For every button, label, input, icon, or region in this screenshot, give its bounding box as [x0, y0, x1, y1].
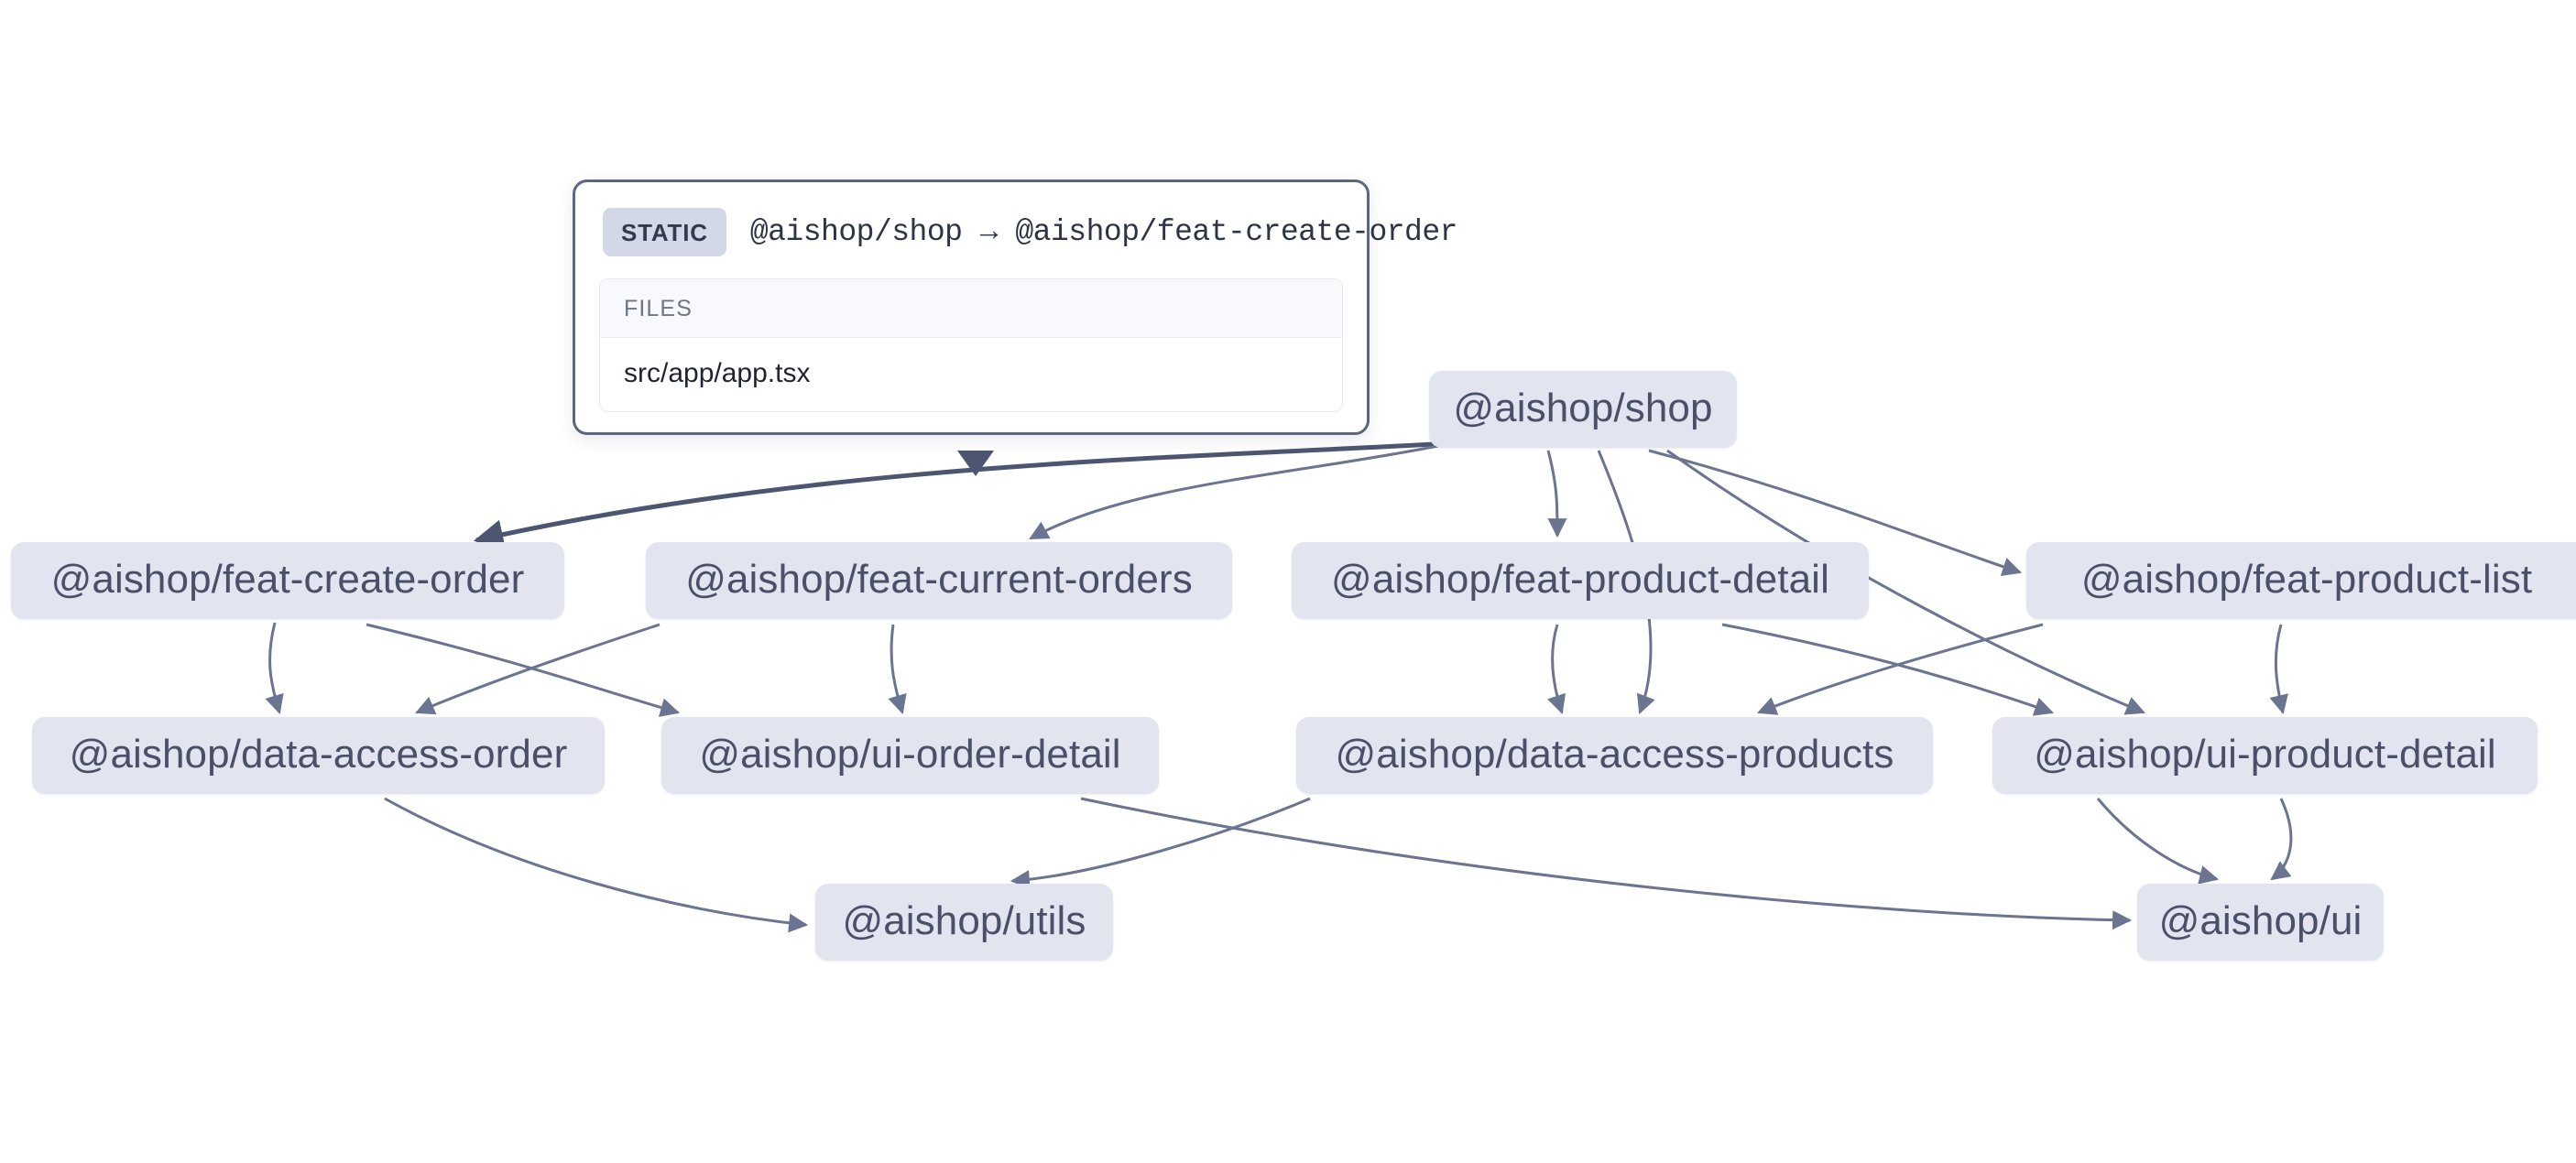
edge-data-access-products-to-utils	[1010, 797, 1311, 890]
edge-shop-to-feat-product-detail	[1546, 450, 1567, 538]
node-label: @aishop/ui	[2158, 897, 2363, 943]
node-label: @aishop/feat-create-order	[50, 556, 525, 602]
edge-detail-tooltip[interactable]: STATIC @aishop/shop → @aishop/feat-creat…	[573, 179, 1457, 435]
edge-highlight-waypoint-marker	[957, 451, 994, 476]
node-feat-product-list[interactable]: @aishop/feat-product-list	[2026, 542, 2576, 619]
node-shop[interactable]: @aishop/shop	[1429, 371, 1737, 448]
edge-feat-product-list-to-ui-product-detail	[2269, 624, 2288, 715]
node-label: @aishop/ui-product-detail	[2034, 731, 2496, 777]
node-data-access-products[interactable]: @aishop/data-access-products	[1296, 717, 1933, 794]
edge-feat-current-orders-to-ui-order-detail	[888, 624, 907, 715]
edge-feat-current-orders-to-data-access-order	[415, 623, 660, 715]
edge-shop-to-feat-create-order	[473, 441, 1435, 549]
files-section-header: FILES	[600, 279, 1342, 338]
node-feat-create-order[interactable]: @aishop/feat-create-order	[11, 542, 564, 619]
node-data-access-order[interactable]: @aishop/data-access-order	[32, 717, 605, 794]
node-label: @aishop/data-access-products	[1335, 731, 1894, 777]
edge-ui-order-detail-to-ui	[1080, 797, 2133, 930]
tooltip-header: STATIC @aishop/shop → @aishop/feat-creat…	[599, 206, 1457, 256]
file-list-item[interactable]: src/app/app.tsx	[600, 338, 1342, 411]
node-ui[interactable]: @aishop/ui	[2137, 884, 2384, 961]
edge-ui-product-detail-to-ui-left	[2096, 798, 2220, 885]
edge-feat-create-order-to-ui-order-detail	[366, 623, 681, 717]
node-label: @aishop/feat-current-orders	[685, 556, 1193, 602]
edge-shop-to-feat-current-orders	[1029, 444, 1439, 540]
node-label: @aishop/utils	[842, 897, 1086, 943]
files-panel: FILES src/app/app.tsx	[599, 278, 1343, 412]
node-feat-current-orders[interactable]: @aishop/feat-current-orders	[646, 542, 1232, 619]
edge-ui-product-detail-to-ui-right	[2270, 798, 2293, 881]
node-label: @aishop/feat-product-detail	[1331, 556, 1829, 602]
node-label: @aishop/shop	[1453, 385, 1713, 430]
edge-feat-create-order-to-data-access-order	[265, 622, 284, 715]
node-ui-order-detail[interactable]: @aishop/ui-order-detail	[661, 717, 1159, 794]
static-badge: STATIC	[603, 208, 726, 256]
node-label: @aishop/data-access-order	[69, 731, 568, 777]
node-utils[interactable]: @aishop/utils	[815, 884, 1113, 961]
node-label: @aishop/ui-order-detail	[699, 731, 1121, 777]
edge-feat-product-detail-to-data-access-products	[1547, 624, 1566, 714]
edge-data-access-order-to-utils	[384, 797, 809, 933]
node-ui-product-detail[interactable]: @aishop/ui-product-detail	[1992, 717, 2538, 794]
edge-feat-product-list-to-data-access-products	[1757, 623, 2044, 715]
node-label: @aishop/feat-product-list	[2080, 556, 2533, 602]
edge-feat-product-detail-to-ui-product-detail	[1721, 623, 2054, 716]
edge-title: @aishop/shop → @aishop/feat-create-order	[749, 215, 1458, 249]
node-feat-product-detail[interactable]: @aishop/feat-product-detail	[1292, 542, 1869, 619]
